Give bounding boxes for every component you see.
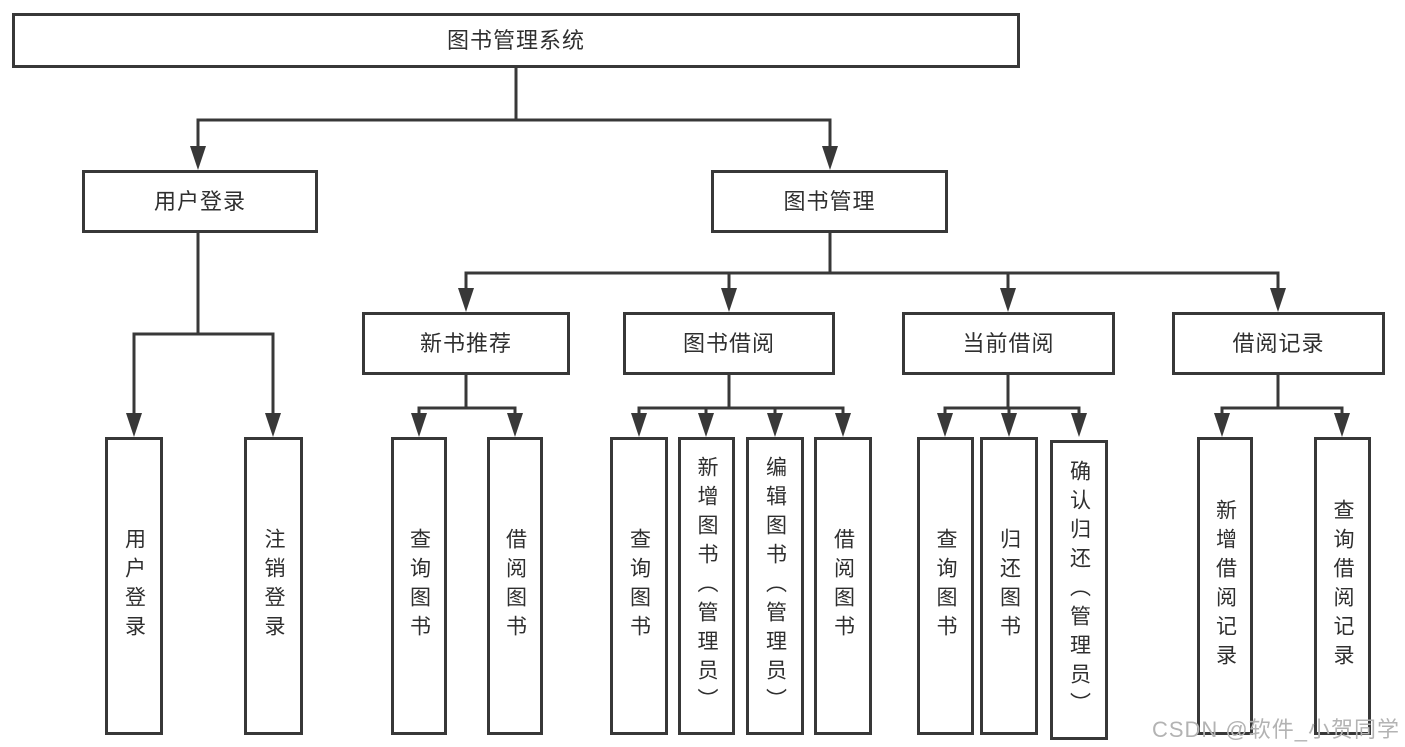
arrow-down-icon: [1001, 413, 1017, 437]
arrow-down-icon: [190, 146, 206, 170]
leaf-query-books-current: 查询图书: [917, 437, 974, 735]
node-new-book-recommend: 新书推荐: [362, 312, 570, 375]
arrow-down-icon: [631, 413, 647, 437]
node-book-borrow: 图书借阅: [623, 312, 835, 375]
arrowheads: [126, 146, 1350, 437]
leaf-borrow-books: 借阅图书: [814, 437, 872, 735]
arrow-down-icon: [1270, 288, 1286, 312]
leaf-confirm-return-admin: 确认归还（管理员）: [1050, 440, 1108, 740]
arrow-down-icon: [698, 413, 714, 437]
watermark: CSDN @软件_小贺同学: [1151, 717, 1400, 742]
node-current-borrow: 当前借阅: [902, 312, 1115, 375]
leaf-query-borrow-record: 查询借阅记录: [1314, 437, 1371, 735]
arrow-down-icon: [265, 413, 281, 437]
connector-level3-bus: [464, 271, 1280, 290]
leaf-add-borrow-record: 新增借阅记录: [1197, 437, 1253, 735]
arrow-down-icon: [1000, 288, 1016, 312]
connector-book-borrow-bus: [637, 406, 845, 416]
leaf-return-book: 归还图书: [980, 437, 1038, 735]
arrow-down-icon: [767, 413, 783, 437]
leaf-query-books-borrow: 查询图书: [610, 437, 668, 735]
arrow-down-icon: [458, 288, 474, 312]
arrow-down-icon: [721, 288, 737, 312]
leaf-user-login: 用户登录: [105, 437, 163, 735]
connector-new-book-bus: [417, 406, 517, 416]
leaf-borrow-books-recommend: 借阅图书: [487, 437, 543, 735]
node-library-system: 图书管理系统: [12, 13, 1020, 68]
arrow-down-icon: [1334, 413, 1350, 437]
arrow-down-icon: [507, 413, 523, 437]
arrow-down-icon: [1214, 413, 1230, 437]
leaf-edit-book-admin: 编辑图书（管理员）: [746, 437, 804, 735]
arrow-down-icon: [937, 413, 953, 437]
leaf-add-book-admin: 新增图书（管理员）: [678, 437, 735, 735]
connector-borrow-record-bus: [1220, 406, 1344, 416]
arrow-down-icon: [835, 413, 851, 437]
leaf-query-books-recommend: 查询图书: [391, 437, 447, 735]
arrow-down-icon: [1071, 413, 1087, 437]
connector-user-login-bus: [132, 332, 275, 415]
node-book-management: 图书管理: [711, 170, 948, 233]
arrow-down-icon: [411, 413, 427, 437]
arrow-down-icon: [822, 146, 838, 170]
leaf-logout: 注销登录: [244, 437, 303, 735]
connector-current-borrow-bus: [943, 406, 1081, 416]
node-user-login: 用户登录: [82, 170, 318, 233]
arrow-down-icon: [126, 413, 142, 437]
node-borrow-record: 借阅记录: [1172, 312, 1385, 375]
connector-level2-bus: [196, 118, 832, 150]
